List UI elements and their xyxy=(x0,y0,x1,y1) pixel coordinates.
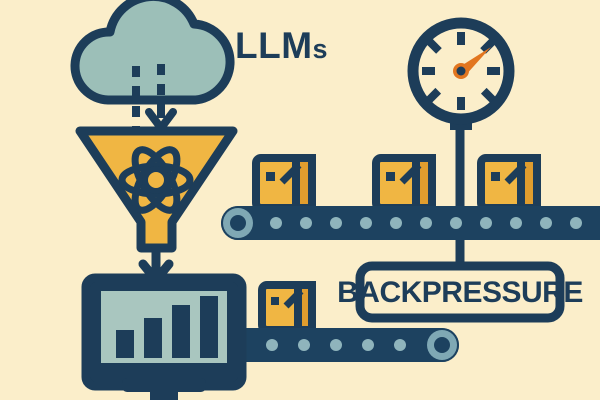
upper-belt-dots xyxy=(270,217,582,229)
monitor-bar-chart xyxy=(116,296,218,358)
parcel-box xyxy=(477,154,541,212)
upper-conveyor xyxy=(221,206,600,240)
parcel-box xyxy=(258,281,316,334)
cloud-icon xyxy=(70,0,235,105)
pressure-gauge xyxy=(407,17,515,130)
parcel-box xyxy=(372,154,436,212)
atom-icon xyxy=(118,146,194,214)
parcel-box xyxy=(252,154,316,212)
upper-conveyor-boxes xyxy=(252,154,541,212)
gauge-needle xyxy=(453,47,491,79)
title-s: s xyxy=(313,34,329,64)
gauge-ticks xyxy=(422,32,500,110)
funnel-icon xyxy=(75,126,238,253)
title-llm: LLM xyxy=(235,25,313,66)
sign-label: BACKPRESSURE xyxy=(337,276,583,309)
monitor-icon xyxy=(81,273,247,400)
lower-conveyor-boxes xyxy=(258,281,316,334)
backpressure-sign: BACKPRESSURE xyxy=(337,261,583,323)
page-title: LLMs xyxy=(235,25,328,66)
